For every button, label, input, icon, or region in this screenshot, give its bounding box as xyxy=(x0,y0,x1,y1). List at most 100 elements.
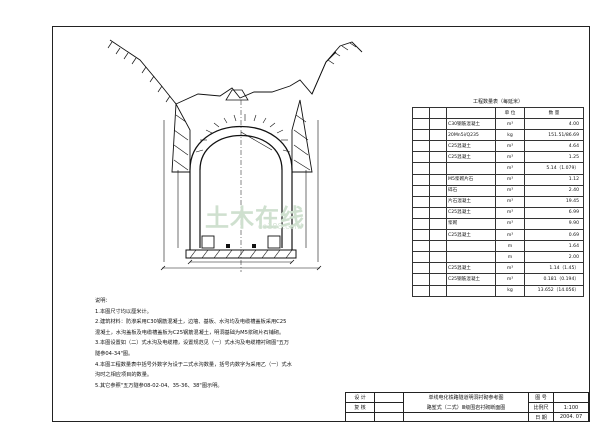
row-unit: m³ xyxy=(495,140,525,153)
fig-no-label: 图 号 xyxy=(528,391,554,404)
row-group xyxy=(412,129,430,142)
design-label: 设 计 xyxy=(345,391,375,404)
row-qty: 0.69 xyxy=(524,229,584,242)
project-title: 单线电化铁路隧道明洞衬砌参考图 路堑式（二式）Ⅲ级围岩衬砌断面图 xyxy=(403,391,529,414)
note-line: 混凝土，水沟盖板及电缆槽盖板为C25钢筋混凝土，明洞基础为M5浆砌片石铺砌。 xyxy=(95,329,285,336)
row-item: C25混凝土 xyxy=(446,151,496,164)
left-ditch xyxy=(201,235,215,249)
header-unit: 单 位 xyxy=(495,106,525,120)
row-sub xyxy=(429,162,447,175)
row-item: 20Mn5i/Q235 xyxy=(446,129,496,142)
row-sub xyxy=(429,229,447,242)
row-qty: 1.14（1.45） xyxy=(524,262,584,275)
row-unit: m³ xyxy=(495,151,525,164)
base-hatching xyxy=(189,249,293,259)
row-sub xyxy=(429,129,447,142)
row-unit: m³ xyxy=(495,195,525,208)
row-item: C25混凝土 xyxy=(446,206,496,219)
row-group xyxy=(412,151,430,164)
dimension-lines xyxy=(162,120,320,269)
row-group xyxy=(412,240,430,253)
slope-hatching xyxy=(107,41,357,103)
note-line: 1.本图尺寸均以厘米计。 xyxy=(95,308,152,315)
review-label: 复 核 xyxy=(345,402,375,414)
note-line: 2.建筑材料：防渗采用C30钢筋混凝土，边墙、基板、水沟均及电缆槽盖板采用C25 xyxy=(95,319,287,326)
invert-base xyxy=(185,249,297,259)
row-sub xyxy=(429,195,447,208)
backfill-hatching xyxy=(173,114,311,171)
row-group xyxy=(412,184,430,197)
date-label: 日 期 xyxy=(528,412,554,422)
note-line: 3.本图设置如（二）式水沟及电缆槽，设置规范见（一）式水沟及电缆槽衬砌图"五万 xyxy=(95,340,290,347)
watermark-url: co188.com xyxy=(258,222,303,231)
project-name: 单线电化铁路隧道明洞衬砌参考图 xyxy=(428,395,504,402)
row-qty: 151.51/86.69 xyxy=(524,129,584,142)
row-group xyxy=(412,262,430,275)
row-group xyxy=(412,273,430,286)
row-group xyxy=(412,173,430,186)
row-item: C25钢筋混凝土 xyxy=(446,273,496,286)
row-sub xyxy=(429,206,447,219)
note-line: 4.本图工程数量表中括号外数字为设于二式水沟数量，括号内数字为采用乙（一）式水 xyxy=(95,361,292,368)
row-sub xyxy=(429,273,447,286)
row-item: C25混凝土 xyxy=(446,262,496,275)
arch-hatching xyxy=(195,114,291,153)
row-unit: m³ xyxy=(495,262,525,275)
row-qty: 4.00 xyxy=(524,118,584,131)
row-unit: kg xyxy=(495,129,525,142)
row-item xyxy=(446,284,496,297)
left-slope-line xyxy=(109,39,337,105)
row-group xyxy=(412,229,430,242)
quantity-table-title: 工程数量表（每延米） xyxy=(472,99,523,105)
row-group xyxy=(412,195,430,208)
row-group xyxy=(412,162,430,175)
row-qty: 4.64 xyxy=(524,140,584,153)
row-item xyxy=(446,240,496,253)
row-sub xyxy=(429,173,447,186)
table-header: 单 位 数 量 xyxy=(412,106,584,120)
row-sub xyxy=(429,284,447,297)
notes-block: 说明： 1.本图尺寸均以厘米计。 2.建筑材料：防渗采用C30钢筋混凝土，边墙、… xyxy=(95,296,345,391)
row-item: C30钢筋混凝土 xyxy=(446,118,496,131)
row-qty: 5.14（1.079） xyxy=(524,162,584,175)
row-sub xyxy=(429,251,447,264)
row-qty: 13.652（14.056） xyxy=(524,284,584,297)
row-item xyxy=(446,251,496,264)
row-unit: m³ xyxy=(495,173,525,186)
row-unit: m³ xyxy=(495,217,525,231)
note-line: 隧参04-34"图。 xyxy=(95,350,134,357)
row-group xyxy=(412,217,430,231)
left-backfill xyxy=(171,102,191,173)
row-qty: 6.99 xyxy=(524,206,584,219)
row-item: C25混凝土 xyxy=(446,140,496,153)
row-qty: 9.90 xyxy=(524,217,584,231)
scale-value: 1:100 xyxy=(553,402,589,414)
row-unit: m³ xyxy=(495,229,525,242)
drawing-frame xyxy=(52,26,590,422)
row-item: 碎石 xyxy=(446,184,496,197)
row-unit: m³ xyxy=(495,273,525,286)
row-qty: 1.12 xyxy=(524,173,584,186)
row-sub xyxy=(429,151,447,164)
header-qty: 数 量 xyxy=(524,106,584,120)
row-qty: 19.45 xyxy=(524,195,584,208)
title-block: 设 计 单线电化铁路隧道明洞衬砌参考图 路堑式（二式）Ⅲ级围岩衬砌断面图 图 号… xyxy=(345,391,589,422)
row-item: M5浆砌片石 xyxy=(446,173,496,186)
row-sub xyxy=(429,217,447,231)
arch-lining-inner xyxy=(199,134,283,171)
row-qty: 2.00 xyxy=(524,251,584,264)
row-unit: m xyxy=(495,240,525,253)
